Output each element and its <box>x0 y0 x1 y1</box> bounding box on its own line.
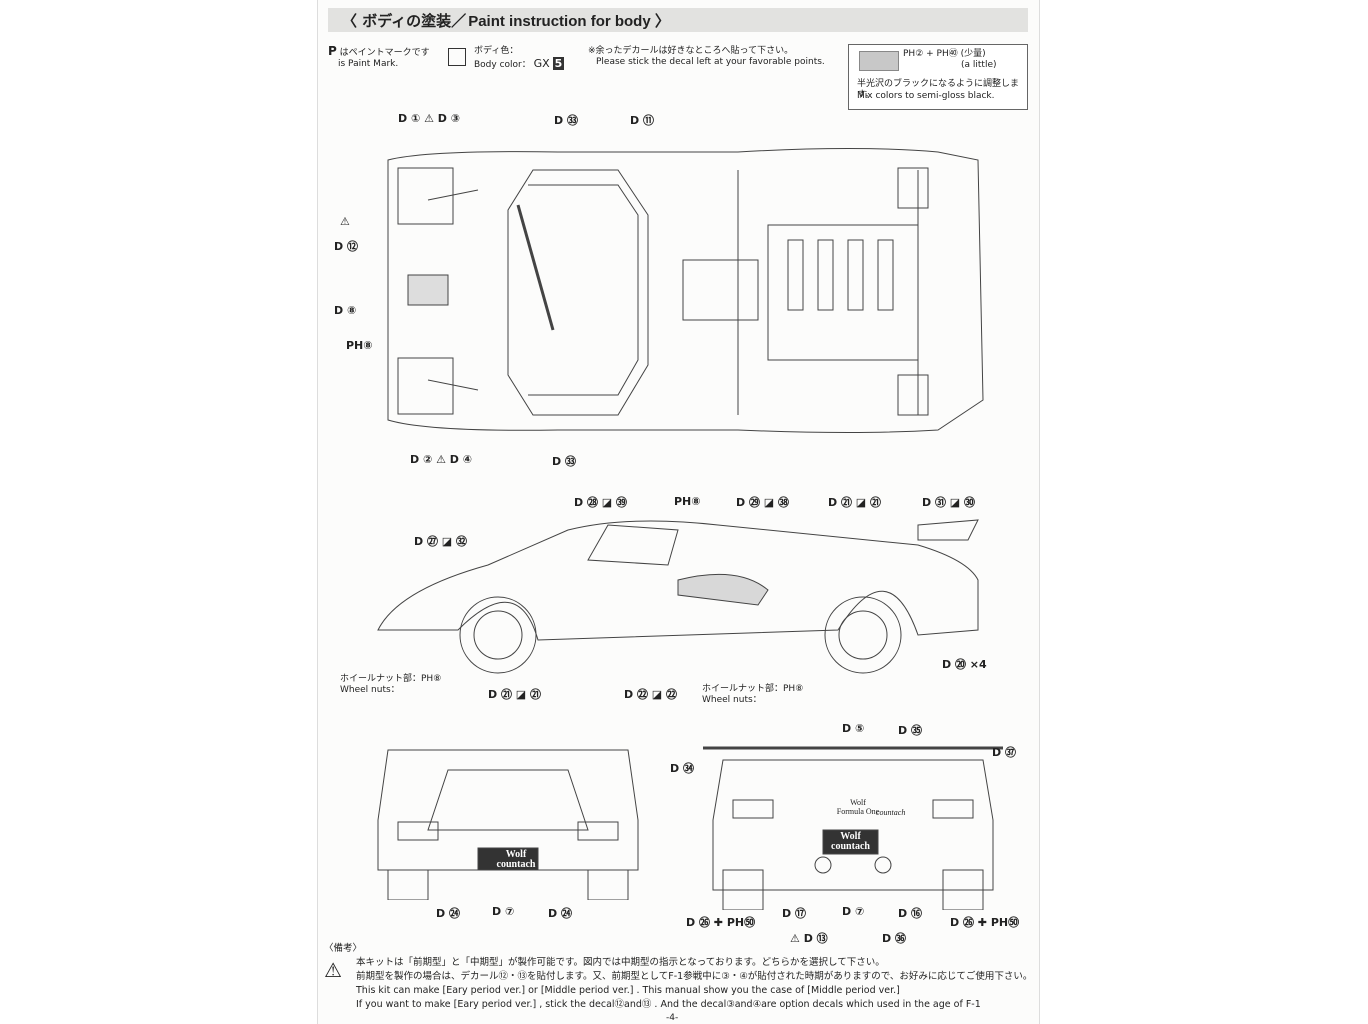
callout-d28-39: D ㉘ ◪ ㊴ <box>574 496 628 509</box>
paint-note-jp: 半光沢のブラックになるように調整します。 <box>857 79 1020 100</box>
callout-d29-38: D ㉙ ◪ ㊳ <box>736 496 790 509</box>
notes-line4: If you want to make [Eary period ver.] ,… <box>356 999 981 1010</box>
callout-rear-d13: ⚠ D ⑬ <box>790 932 828 945</box>
rear-text-formula-one: Formula One <box>836 807 880 816</box>
callout-rear-d17: D ⑰ <box>782 907 806 920</box>
rear-view-drawing <box>703 746 1003 910</box>
notes-warning-icon: ⚠ <box>324 958 342 982</box>
rear-badge-line2: countach <box>831 841 870 852</box>
front-badge-line2: countach <box>496 859 536 870</box>
semi-gloss-black-swatch <box>859 51 899 71</box>
callout-d21-21-top: D ㉑ ◪ ㉑ <box>828 496 882 509</box>
callout-rear-d7: D ⑦ <box>842 905 865 918</box>
callout-d2-d4: D ② ⚠ D ④ <box>410 453 473 466</box>
callout-rear-d26-left: D ㉖ ✚ PH㊿ <box>686 916 756 929</box>
wheel-nuts-left: ホイールナット部：PH⑧ Wheel nuts： <box>340 674 441 696</box>
rear-text-wolf: Wolf <box>850 798 866 807</box>
paint-mix-box: PH② + PH㊵ (少量) (a little) 半光沢のブラックになるように… <box>848 44 1028 110</box>
top-view-drawing <box>387 148 984 433</box>
callout-d12: D ⑫ <box>334 240 358 253</box>
callout-d21-21-bottom: D ㉑ ◪ ㉑ <box>488 688 542 701</box>
paint-note-en: Mix colors to semi-gloss black. <box>857 91 995 101</box>
paint-mark-en: is Paint Mark. <box>338 59 399 69</box>
paint-mark-jp: はペイントマークです <box>339 48 430 58</box>
callout-d33-bottom: D ㉝ <box>552 455 576 468</box>
rear-text-countach: countach <box>876 808 906 817</box>
callout-d22: D ㉒ ◪ ㉒ <box>624 688 678 701</box>
paint-formula-sub: (a little) <box>961 60 997 70</box>
wheel-nuts-en-right: Wheel nuts： <box>702 695 762 705</box>
front-badge: Wolf countach <box>490 850 542 870</box>
callout-front-d24-left: D ㉔ <box>436 907 460 920</box>
decal-note-en: Please stick the decal left at your favo… <box>596 57 825 67</box>
header-title-jp: 〈 ボディの塗装／ <box>342 11 467 30</box>
callout-side-ph8: PH⑧ <box>674 495 701 508</box>
paint-mark-legend: P はペイントマークです is Paint Mark. <box>328 44 430 70</box>
callout-d11: D ⑪ <box>630 114 654 127</box>
wheel-nuts-jp-right: ホイールナット部：PH⑧ <box>702 684 804 694</box>
instruction-page: 〈 ボディの塗装／ Paint instruction for body 〉 P… <box>317 0 1040 1024</box>
body-color-legend: ボディ色： Body color： GX 5 <box>448 46 566 71</box>
callout-rear-d5: D ⑤ <box>842 722 865 735</box>
wheel-nuts-right: ホイールナット部：PH⑧ Wheel nuts： <box>702 684 803 706</box>
decal-note: ※余ったデカールは好きなところへ貼って下さい。 Please stick the… <box>588 46 825 68</box>
callout-rear-d36: D ㊱ <box>882 932 906 945</box>
callout-front-d24-right: D ㉔ <box>548 907 572 920</box>
rear-sponsor-text: Wolf Formula One <box>818 798 898 816</box>
callout-d8: D ⑧ <box>334 304 357 317</box>
header-title-en: Paint instruction for body 〉 <box>468 12 670 30</box>
paint-mark-icon: P <box>328 44 337 58</box>
front-view-drawing <box>377 749 639 900</box>
body-color-en: Body color： <box>474 60 531 70</box>
body-color-code: GX <box>533 57 550 70</box>
rear-badge: Wolf countach <box>823 832 878 852</box>
wheel-nuts-en-left: Wheel nuts： <box>340 685 400 695</box>
callout-rear-d26-right: D ㉖ ✚ PH㊿ <box>950 916 1020 929</box>
notes-line2: 前期型を製作の場合は、デカール⑫・⑬を貼付します。又、前期型としてF-1参戦中に… <box>356 971 1033 982</box>
callout-d27-32: D ㉗ ◪ ㉜ <box>414 535 468 548</box>
callout-rear-d37: D ㊲ <box>992 746 1016 759</box>
front-badge-line1: Wolf <box>505 849 527 860</box>
callout-rear-d34: D ㉞ <box>670 762 694 775</box>
callout-d31-30: D ㉛ ◪ ㉚ <box>922 496 976 509</box>
callout-d33-top: D ㉝ <box>554 114 578 127</box>
callout-rear-d35: D ㉟ <box>898 724 922 737</box>
wheel-nuts-jp-left: ホイールナット部：PH⑧ <box>340 674 442 684</box>
callout-rear-d16: D ⑯ <box>898 907 922 920</box>
notes-line3: This kit can make [Eary period ver.] or … <box>356 985 900 996</box>
airbrush-icon <box>448 48 466 66</box>
body-color-jp: ボディ色： <box>474 46 519 56</box>
paint-formula: PH② + PH㊵ (少量) <box>903 49 986 59</box>
notes-line1: 本キットは「前期型」と「中期型」が製作可能です。図内では中期型の指示となっており… <box>356 957 885 968</box>
callout-front-d7: D ⑦ <box>492 905 515 918</box>
notes-section: 〈備考〉 ⚠ 本キットは「前期型」と「中期型」が製作可能です。図内では中期型の指… <box>324 942 1036 1012</box>
decal-note-jp: ※余ったデカールは好きなところへ貼って下さい。 <box>588 46 794 56</box>
side-view-drawing <box>377 519 979 674</box>
callout-d1-d3: D ① ⚠ D ③ <box>398 112 461 125</box>
notes-heading: 〈備考〉 <box>324 943 363 954</box>
page-number: -4- <box>666 1013 679 1023</box>
callout-ph8-top: PH⑧ <box>346 339 373 352</box>
rear-badge-line1: Wolf <box>840 831 861 842</box>
callout-d20-x4: D ⑳ ×4 <box>942 658 987 671</box>
section-header: 〈 ボディの塗装／ Paint instruction for body 〉 <box>328 8 1028 32</box>
body-color-num: 5 <box>552 57 565 70</box>
callout-warning-left: ⚠ <box>340 215 350 228</box>
